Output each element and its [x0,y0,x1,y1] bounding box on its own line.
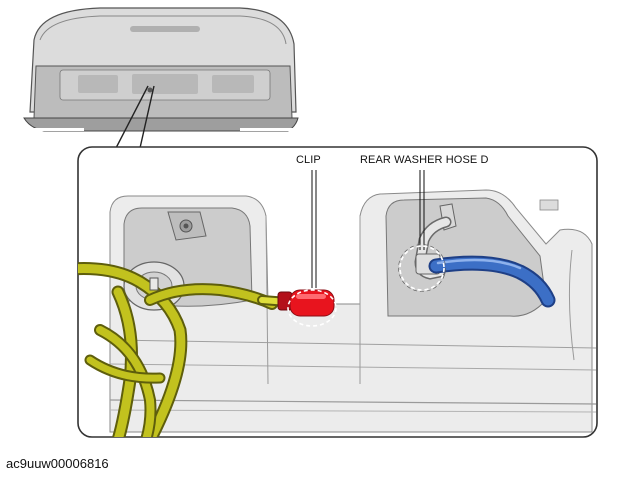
callout-leader [115,85,155,149]
clip-leader [311,170,317,288]
hose-leader [419,170,425,250]
detail-frame [77,146,598,438]
hose-marker-circle [399,245,445,291]
clip-label: CLIP [296,154,321,166]
rear-washer-hose-label: REAR WASHER HOSE D [360,154,489,166]
liftgate-overview [23,7,300,132]
clip-marker-circle [287,289,337,327]
wiring-harness [78,262,293,437]
figure-id: ac9uuw00006816 [6,456,109,471]
clip-part [277,289,335,317]
